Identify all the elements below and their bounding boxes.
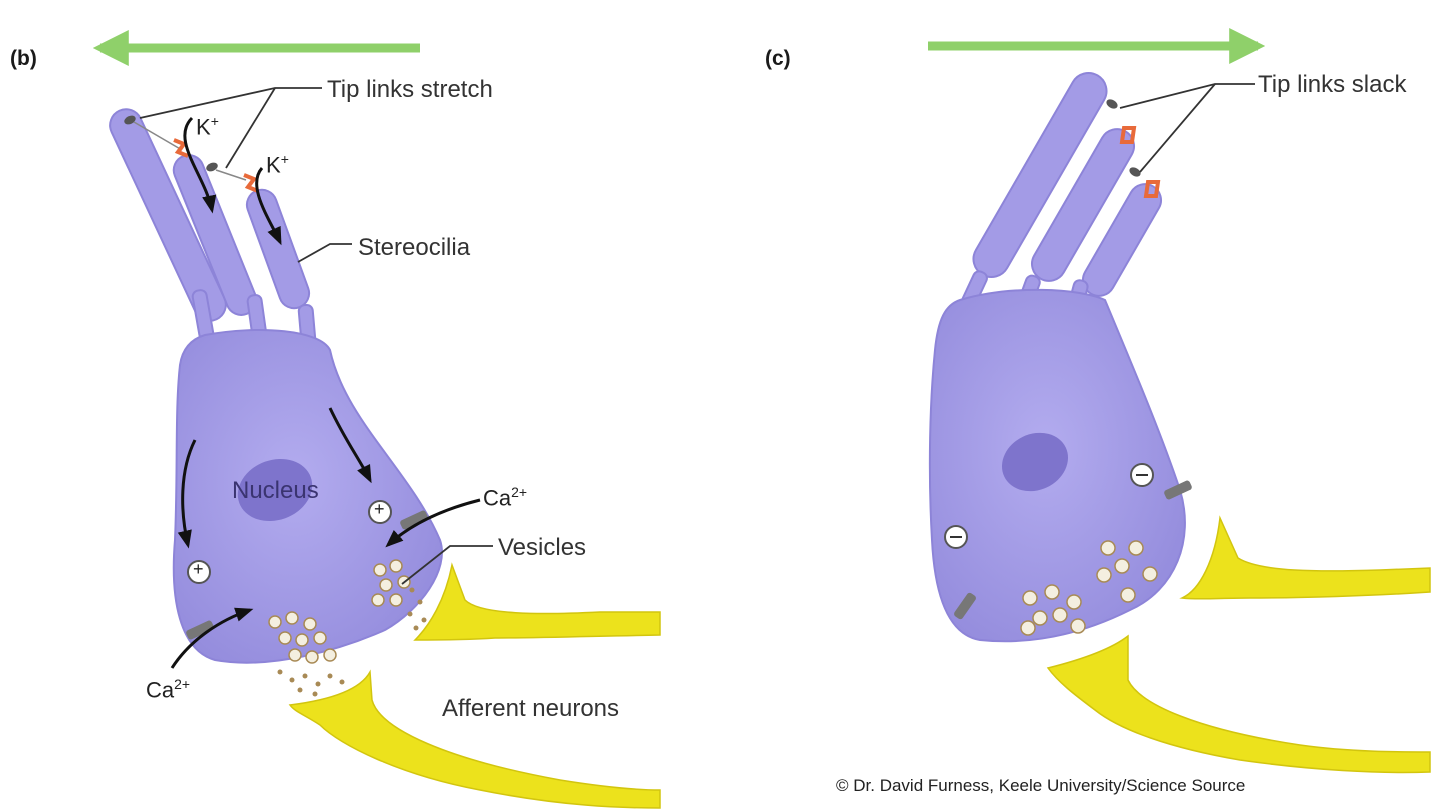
afferent-neurons-label: Afferent neurons [442, 695, 620, 722]
charge-minus-symbol-1: − [1137, 462, 1148, 483]
ca-ion-label-2: Ca2+ [146, 676, 191, 703]
ca-channel-c2 [954, 592, 976, 620]
charge-plus-b [187, 500, 392, 584]
ca-ion-label-1: Ca2+ [483, 484, 528, 511]
afferent-neuron-c1 [1046, 634, 1431, 774]
charge-plus-symbol-1: + [193, 559, 204, 579]
tip-links-slack-label: Tip links slack [1258, 71, 1407, 98]
panel-b-letter: (b) [10, 47, 37, 70]
closed-channel-c [1119, 126, 1161, 198]
charge-plus-symbol-2: + [374, 499, 385, 519]
vesicles-c [1020, 540, 1158, 636]
charge-minus-symbol-2: − [951, 524, 962, 545]
afferent-neuron-c2 [1179, 515, 1431, 600]
afferent-neuron-b1 [288, 669, 661, 809]
ca-channel-b1 [186, 620, 214, 640]
leader-lines-b [139, 87, 493, 585]
nucleus-b [237, 458, 313, 522]
afferent-neuron-b2 [413, 562, 661, 641]
vesicles-b [268, 559, 411, 664]
tip-links-stretch-label: Tip links stretch [327, 76, 493, 103]
k-ion-label-2: K+ [266, 151, 289, 178]
neurotransmitter-b [277, 587, 427, 697]
ca-channel-c1 [1164, 480, 1192, 500]
leader-lines-c [1119, 83, 1255, 173]
nucleus-c [1001, 432, 1069, 492]
ca-channel-b2 [400, 510, 428, 530]
stereocilia-bundle-c [956, 71, 1162, 321]
panel-c-letter: (c) [765, 47, 791, 70]
vesicles-label: Vesicles [498, 534, 587, 561]
k-ion-label-1: K+ [196, 113, 219, 140]
image-credit: © Dr. David Furness, Keele University/Sc… [836, 776, 1246, 795]
open-channel-b [173, 138, 259, 193]
nucleus-label: Nucleus [232, 477, 319, 504]
stereocilia-label: Stereocilia [358, 234, 471, 261]
